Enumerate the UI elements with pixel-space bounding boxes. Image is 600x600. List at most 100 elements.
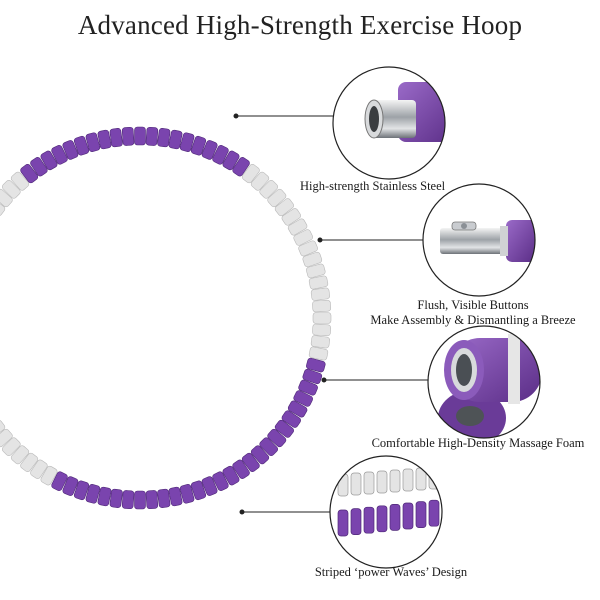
hoop-segment xyxy=(30,459,48,479)
callout-dot-waves xyxy=(239,509,245,515)
hoop-segment xyxy=(73,135,90,156)
hoop-segment xyxy=(274,198,294,217)
hoop-segment xyxy=(179,484,195,504)
hoop-segment xyxy=(259,437,279,457)
hoop-segment xyxy=(134,126,146,146)
hoop-segment xyxy=(20,164,39,184)
hoop-segment xyxy=(308,346,329,361)
steel-tube-closeup-icon xyxy=(332,66,446,180)
hoop-segment xyxy=(121,126,135,146)
hoop-segment xyxy=(10,445,30,465)
callout-dot-steel xyxy=(233,113,239,119)
wave-stripe xyxy=(337,473,349,497)
hoop-segment xyxy=(274,419,294,438)
hoop-segment xyxy=(287,218,308,236)
hoop-segment xyxy=(312,312,332,324)
striped-waves-closeup-icon xyxy=(329,455,443,569)
wave-stripe xyxy=(376,470,388,494)
hoop-segment xyxy=(287,400,308,418)
hoop-segment xyxy=(20,452,39,472)
hoop-segment xyxy=(190,135,207,156)
hoop-segment xyxy=(40,465,58,486)
hoop-segment xyxy=(145,490,159,510)
hoop-segment xyxy=(85,132,101,152)
caption-foam: Comfortable High-Density Massage Foam xyxy=(362,436,594,451)
caption-waves: Striped ‘power Waves’ Design xyxy=(296,565,486,580)
wave-stripe xyxy=(363,506,375,534)
wave-stripe xyxy=(363,471,375,495)
hoop-segment xyxy=(222,150,240,171)
hoop-segment xyxy=(145,126,159,146)
hoop-segment xyxy=(73,480,90,501)
hoop-segment xyxy=(306,357,326,373)
hoop-segment xyxy=(0,188,13,208)
hoop-segment xyxy=(0,198,6,217)
hoop-segment xyxy=(302,251,323,268)
hoop-segment xyxy=(250,445,270,465)
callout-lines xyxy=(233,113,428,515)
hoop-segment xyxy=(310,287,330,301)
hoop-segment xyxy=(312,299,332,313)
wave-stripe xyxy=(389,469,401,493)
caption-steel: High-strength Stainless Steel xyxy=(300,179,446,194)
hoop-segment xyxy=(232,157,250,177)
hoop-segment xyxy=(298,379,318,396)
hoop-segment xyxy=(109,128,123,148)
hoop-segment xyxy=(212,145,229,165)
wave-stripe xyxy=(402,502,414,530)
hoop-segment xyxy=(51,471,68,491)
wave-stripe xyxy=(441,465,442,489)
hoop-segment xyxy=(190,480,207,501)
hoop-segment xyxy=(85,484,101,504)
hoop-segment xyxy=(201,140,218,160)
hoop-segment xyxy=(241,164,260,184)
caption-foam-line: Comfortable High-Density Massage Foam xyxy=(371,436,585,450)
caption-buttons: Flush, Visible Buttons Make Assembly & D… xyxy=(368,298,578,328)
hoop-segment xyxy=(222,465,240,486)
wave-stripe xyxy=(441,498,442,526)
hoop-segment xyxy=(40,150,58,171)
wave-stripe xyxy=(337,509,349,537)
hoop-segment xyxy=(201,476,218,496)
hoop-segment xyxy=(97,129,112,150)
hoop-segment xyxy=(308,275,329,290)
hoop-segment xyxy=(241,452,260,472)
hoop-segment xyxy=(62,140,79,160)
caption-steel-line: High-strength Stainless Steel xyxy=(300,179,446,193)
hoop-segment xyxy=(281,410,301,428)
hoop-segment xyxy=(232,459,250,479)
hoop-segment xyxy=(310,335,330,349)
hoop-segment xyxy=(259,179,279,199)
wave-stripe xyxy=(415,501,427,528)
hoop-segment xyxy=(0,428,13,448)
hoop-segment xyxy=(312,323,332,337)
hoop-segment xyxy=(30,157,48,177)
hoop-segment xyxy=(1,437,21,457)
hoop-segment xyxy=(281,208,301,226)
hoop-segment xyxy=(250,171,270,191)
hoop-segment xyxy=(168,486,183,507)
hoop-segment xyxy=(267,188,287,208)
hoop-segment xyxy=(1,179,21,199)
hoop-ring xyxy=(0,126,332,510)
push-button-closeup-icon xyxy=(422,183,536,297)
hoop-segment xyxy=(62,476,79,496)
hoop-segment xyxy=(157,128,171,148)
page-title: Advanced High-Strength Exercise Hoop xyxy=(77,10,523,40)
wave-stripe xyxy=(376,505,388,533)
wave-stripe xyxy=(428,499,440,527)
hoop-segment xyxy=(0,419,6,438)
hoop-segment xyxy=(109,488,123,508)
hoop-segment xyxy=(293,229,313,246)
foam-closeup-icon xyxy=(427,325,541,439)
hoop-segment xyxy=(121,490,135,510)
hoop-segment xyxy=(51,145,68,165)
hoop-segment xyxy=(97,486,112,507)
hoop-segment xyxy=(293,390,313,407)
hoop-segment xyxy=(267,428,287,448)
hoop-segment xyxy=(168,129,183,150)
caption-buttons-line-1: Flush, Visible Buttons xyxy=(417,298,529,312)
hoop-segment xyxy=(212,471,229,491)
